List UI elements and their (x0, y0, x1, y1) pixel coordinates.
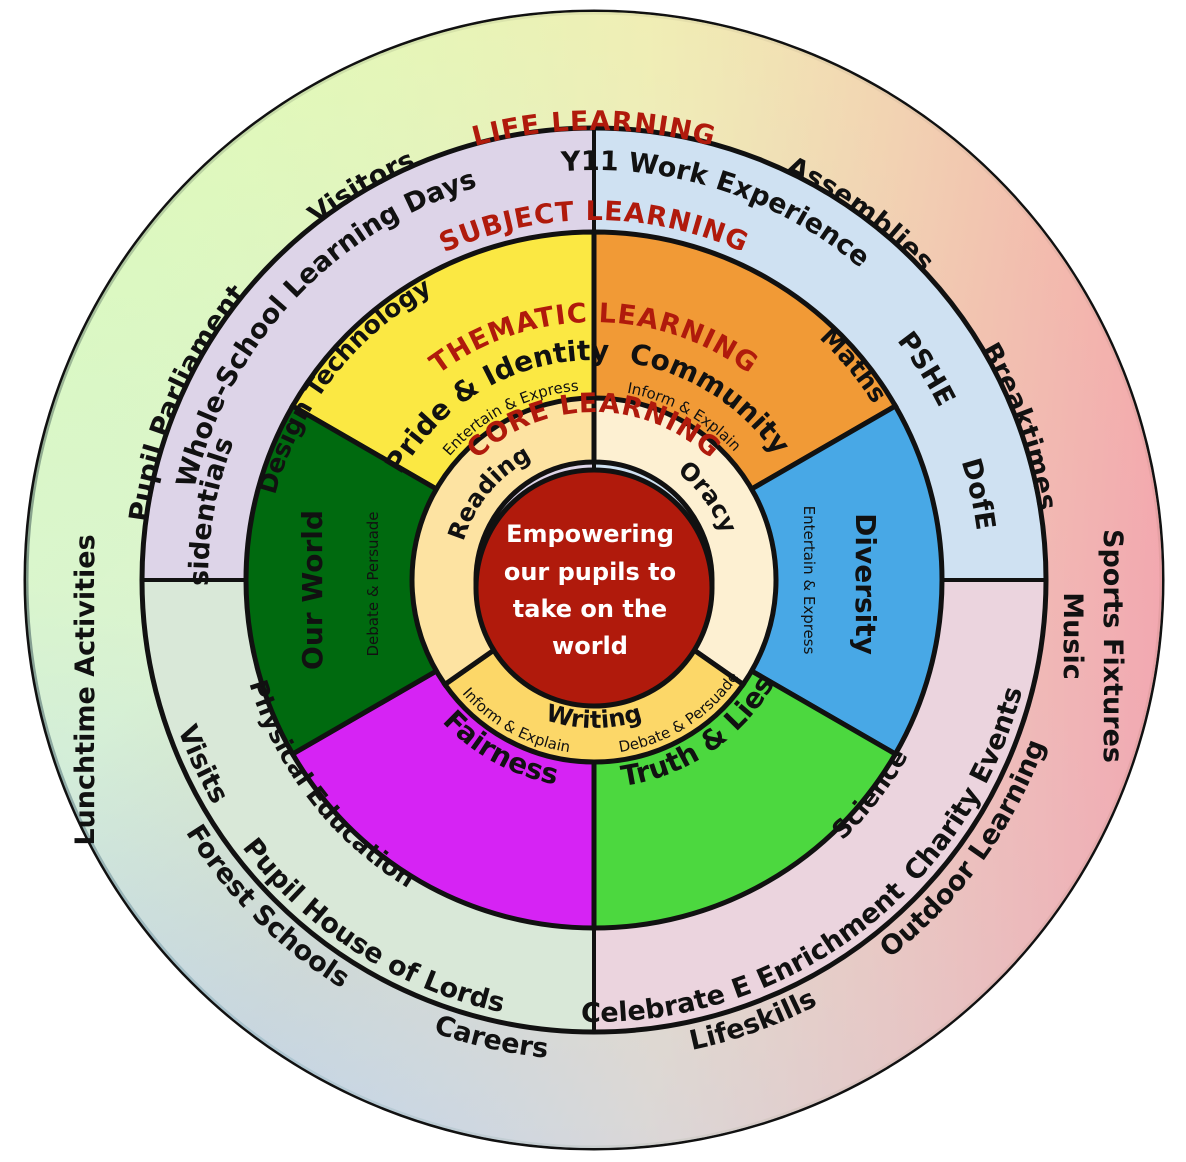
theme-diversity-title: Diversity (849, 513, 882, 655)
life-lunchtime-activities: Lunchtime Activities (70, 534, 101, 845)
theme-world-sub: Debate & Persuade (364, 511, 382, 656)
center-line-2: our pupils to (504, 558, 676, 586)
center-line-1: Empowering (506, 520, 674, 548)
theme-diversity-sub: Entertain & Express (800, 506, 818, 655)
core-sector-oracy (591, 395, 779, 688)
center-line-3: take on the (513, 595, 667, 623)
center-circle (473, 467, 715, 709)
life-sports-fixtures: Sports Fixtures (1097, 529, 1128, 763)
center-line-4: world (552, 632, 628, 660)
center-statement: Empowering our pupils to take on the wor… (504, 520, 676, 660)
thematic-learning-ring (243, 229, 945, 931)
theme-world-title: Our World (296, 510, 329, 670)
life-music: Music (1057, 592, 1088, 679)
